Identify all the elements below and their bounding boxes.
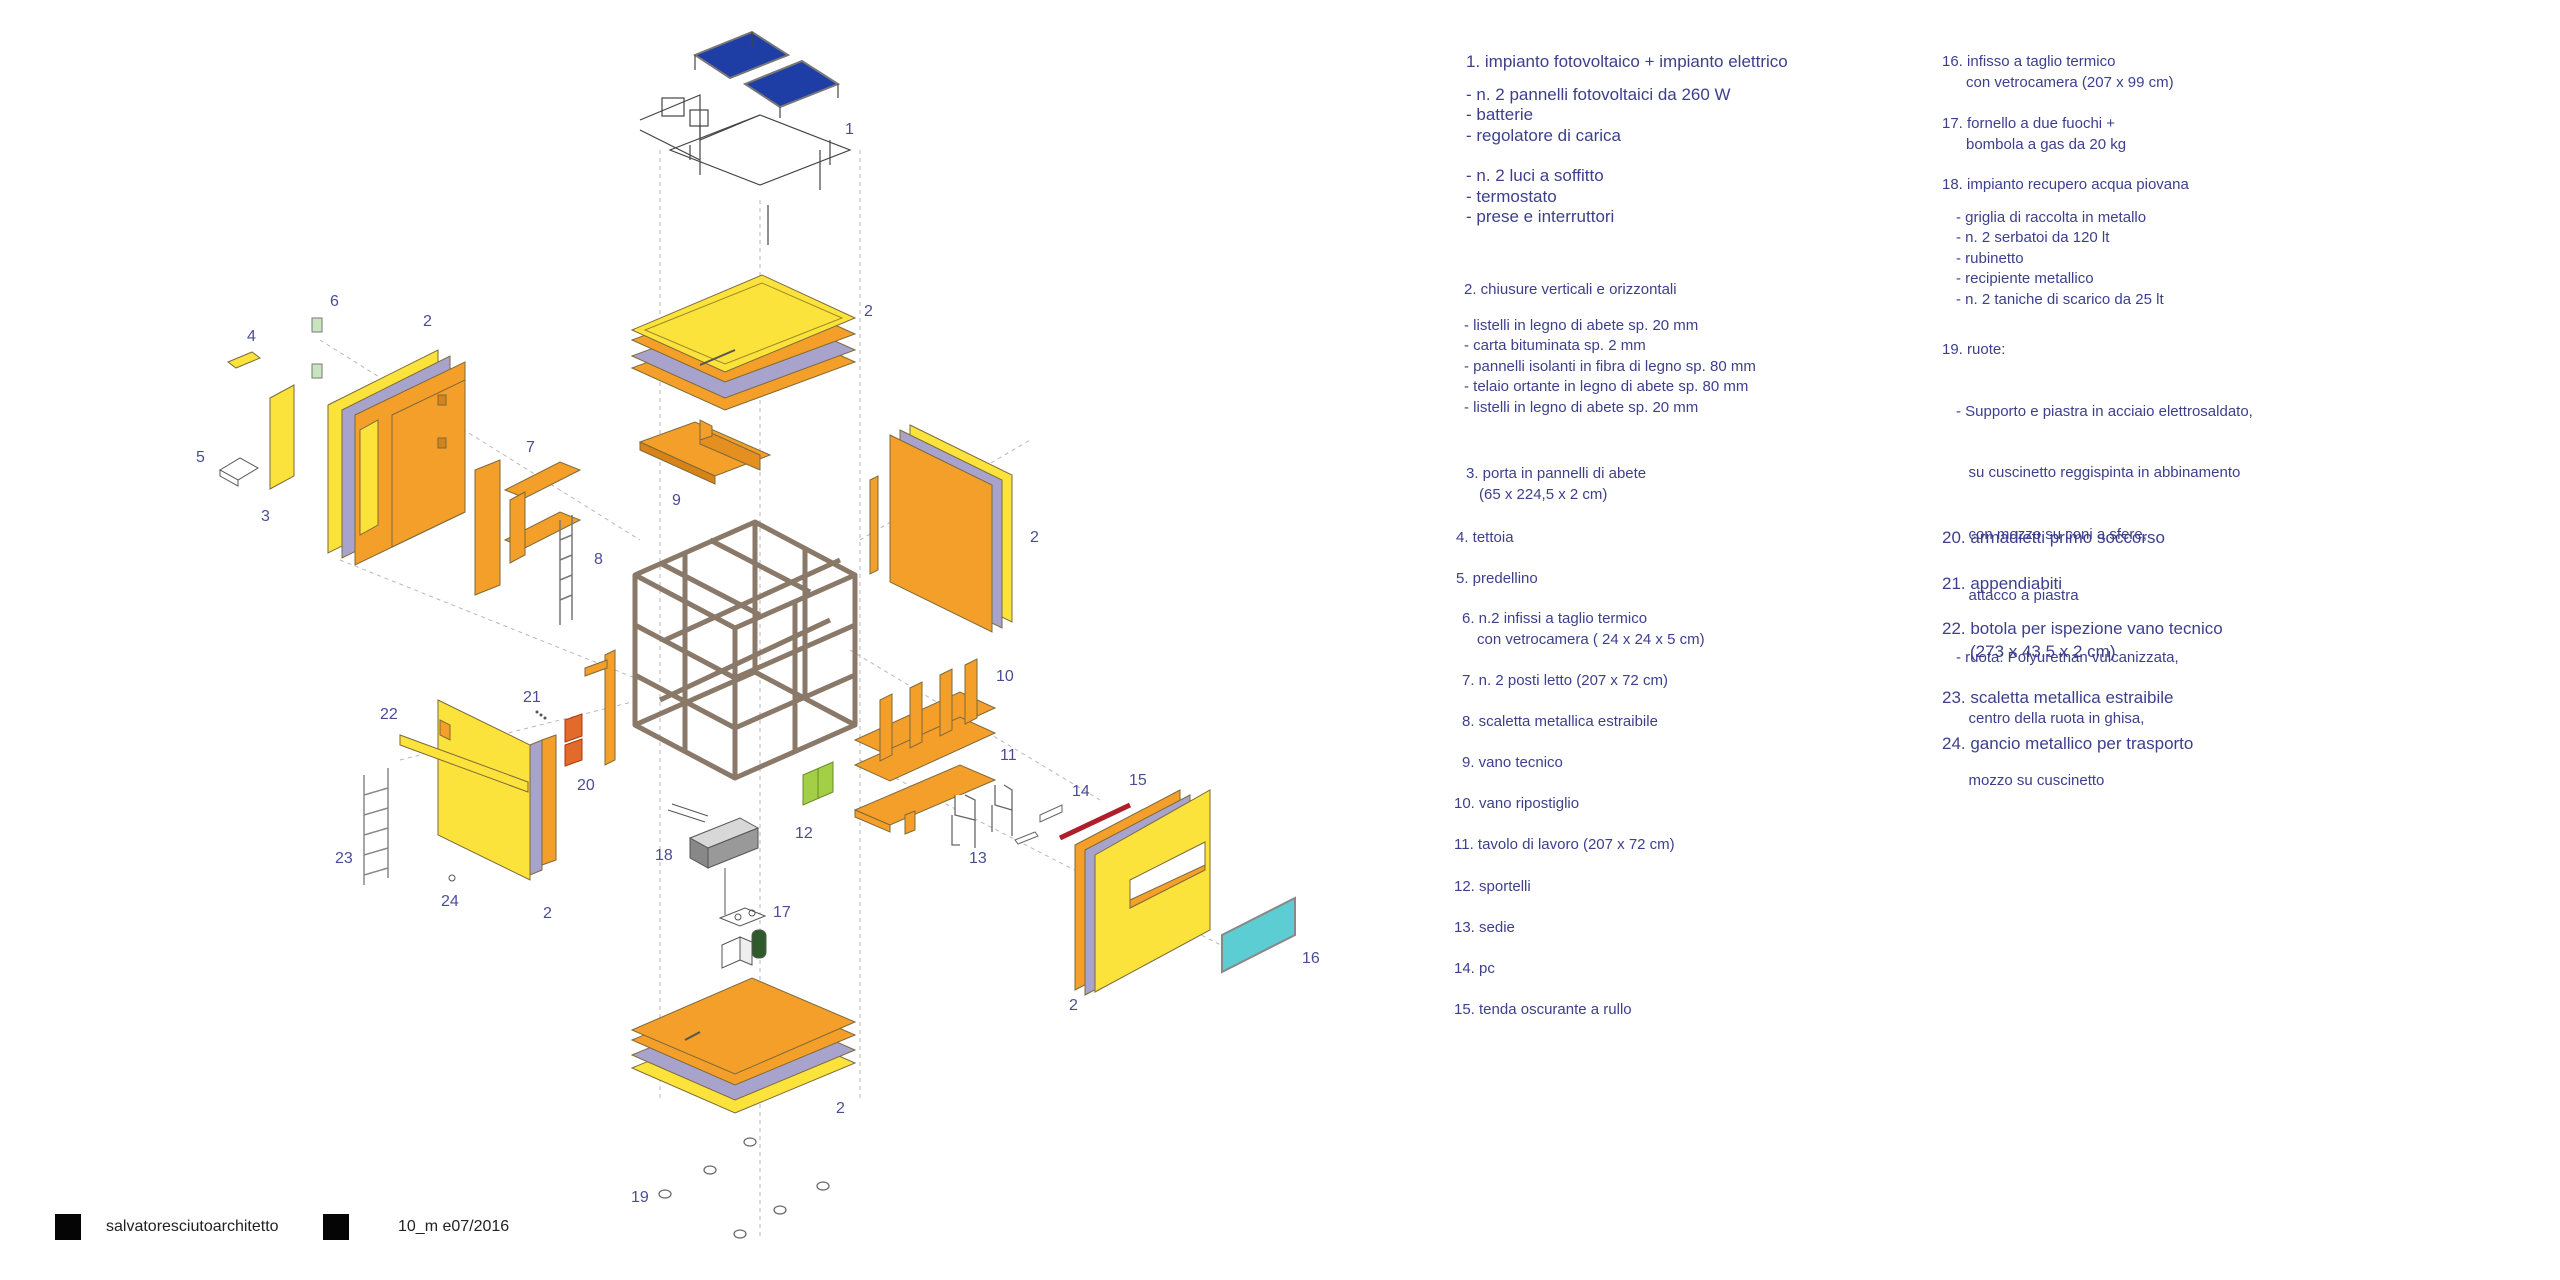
callout-13: 13 [969, 850, 987, 867]
callout-3: 3 [261, 508, 270, 525]
roof-panel [630, 274, 857, 411]
step-platform [219, 457, 259, 487]
callout-16: 16 [1302, 950, 1320, 967]
wheels [658, 1137, 830, 1239]
door-panel [269, 384, 295, 490]
footer-square-right [323, 1214, 349, 1240]
callout-22: 22 [380, 706, 398, 723]
callout-2-floor: 2 [836, 1100, 845, 1117]
legend-item-10: 10. vano ripostiglio [1454, 795, 1580, 812]
callout-4: 4 [247, 328, 256, 345]
ladder-8 [559, 515, 573, 625]
legend-item-7: 7. n. 2 posti letto (207 x 72 cm) [1462, 672, 1668, 689]
callout-23: 23 [335, 850, 353, 867]
work-table [853, 764, 997, 835]
right-wall-panel [869, 424, 1013, 633]
callout-14: 14 [1072, 783, 1090, 800]
legend-item-8: 8. scaletta metallica estraibile [1462, 713, 1658, 730]
ladder-23 [363, 768, 389, 885]
photovoltaic-system [639, 30, 852, 245]
legend-item-21: 21. appendiabiti [1942, 574, 2063, 593]
legend-item-13: 13. sedie [1454, 919, 1515, 936]
left-wall-panel [327, 349, 466, 566]
front-wall-panel [1074, 789, 1211, 996]
callout-18: 18 [655, 847, 673, 864]
legend-item-6: 6. n.2 infissi a taglio termico con vetr… [1462, 610, 1705, 648]
callout-15: 15 [1129, 772, 1147, 789]
callout-1: 1 [845, 121, 854, 138]
chairs [951, 784, 1013, 848]
callout-24: 24 [441, 893, 459, 910]
bracket-panel [584, 649, 616, 766]
stove-and-gas [718, 907, 767, 969]
callout-7: 7 [526, 439, 535, 456]
legend-item-11: 11. tavolo di lavoro (207 x 72 cm) [1454, 836, 1675, 853]
callout-8: 8 [594, 551, 603, 568]
callout-2-front: 2 [1069, 997, 1078, 1014]
callout-11: 11 [1000, 747, 1017, 764]
hatch-wall-panel [399, 699, 557, 881]
wooden-frame [632, 519, 858, 781]
legend-item-18: 18. impianto recupero acqua piovana - gr… [1942, 176, 2189, 308]
legend-item-24: 24. gancio metallico per trasporto [1942, 734, 2194, 753]
legend-item-17: 17. fornello a due fuochi + bombola a ga… [1942, 115, 2127, 153]
roller-blind [1058, 802, 1132, 841]
legend-item-14: 14. pc [1454, 960, 1495, 977]
callout-2-roof: 2 [864, 303, 873, 320]
legend-item-4: 4. tettoia [1456, 529, 1514, 546]
pc [1014, 804, 1063, 845]
rainwater-system [667, 803, 760, 915]
canopy [227, 351, 261, 369]
legend-item-23: 23. scaletta metallica estraibile [1942, 688, 2174, 707]
legend-item-3: 3. porta in pannelli di abete (65 x 224,… [1466, 465, 1647, 503]
legend-item-20: 20. armadietti primo soccorso [1942, 528, 2165, 547]
callout-19: 19 [631, 1189, 649, 1206]
coat-hooks [535, 710, 547, 720]
callout-12: 12 [795, 825, 813, 842]
legend-item-5: 5. predellino [1456, 570, 1538, 587]
storage-shelves [853, 658, 997, 782]
callout-6: 6 [330, 293, 339, 310]
callout-20: 20 [577, 777, 595, 794]
legend-item-22: 22. botola per ispezione vano tecnico (2… [1942, 619, 2223, 661]
callout-2-hatch: 2 [543, 905, 552, 922]
legend-item-12: 12. sportelli [1454, 878, 1531, 895]
legend-item-19: 19. ruote: - Supporto e piastra in accia… [1942, 341, 2253, 789]
callout-9: 9 [672, 492, 681, 509]
legend-item-15: 15. tenda oscurante a rullo [1454, 1001, 1632, 1018]
legend-item-2: 2. chiusure verticali e orizzontali - li… [1464, 281, 1756, 416]
legend-item-9: 9. vano tecnico [1462, 754, 1563, 771]
first-aid-cabinets [564, 713, 583, 767]
large-window [1221, 896, 1296, 974]
transport-hook [448, 874, 456, 882]
technical-compartment [638, 419, 772, 485]
legend-item-16: 16. infisso a taglio termico con vetroca… [1942, 53, 2174, 91]
callout-10: 10 [996, 668, 1014, 685]
exploded-axonometric-diagram: 1 2 9 [196, 30, 1320, 1240]
footer-square-left [55, 1214, 81, 1240]
footer-author: salvatoresciutoarchitetto [106, 1218, 279, 1235]
callout-17: 17 [773, 904, 791, 921]
legend-item-1: 1. impianto fotovoltaico + impianto elet… [1466, 52, 1788, 226]
footer-code: 10_m e07/2016 [398, 1218, 510, 1235]
callout-2-right: 2 [1030, 529, 1039, 546]
beds [474, 459, 582, 596]
callout-21: 21 [523, 689, 541, 706]
small-windows [311, 317, 323, 379]
floor-panel [630, 977, 857, 1114]
callout-2-left: 2 [423, 313, 432, 330]
callout-5: 5 [196, 449, 205, 466]
